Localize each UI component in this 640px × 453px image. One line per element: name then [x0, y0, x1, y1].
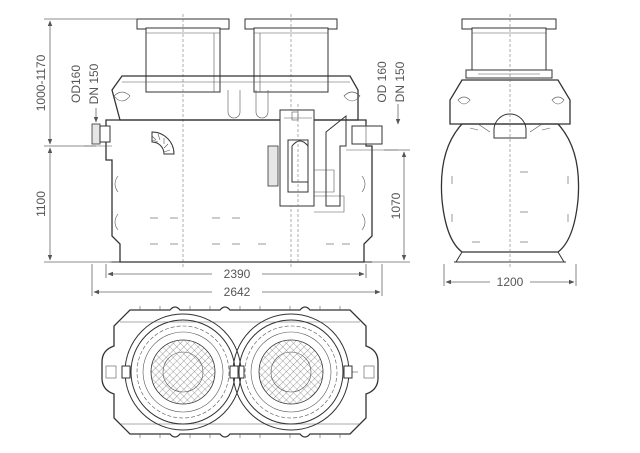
dim-outlet-height: 1070: [389, 192, 403, 219]
separator-unit: [267, 104, 345, 264]
outlet-dn-label: DN 150: [393, 61, 407, 102]
top-view: [101, 306, 379, 438]
top-view-outline: [101, 306, 379, 438]
inlet-pipe: [84, 123, 112, 147]
tank-body: [105, 119, 373, 263]
outlet-od-label: OD 160: [375, 61, 389, 103]
left-manhole-cover: [121, 313, 245, 431]
inlet-od-label: OD160: [69, 65, 83, 103]
left-shaft: [136, 14, 230, 268]
end-view: 1200: [440, 14, 580, 289]
end-view-upper-body: [449, 79, 571, 125]
dim-height-range: 1000-1170: [34, 54, 48, 111]
dim-inlet-height: 1100: [34, 191, 48, 217]
end-view-tank: [440, 123, 580, 253]
right-manhole-cover: [229, 313, 353, 431]
inlet-deflector: [151, 131, 175, 155]
side-view: 2390 2642 1000-1170 1100 1070 OD160 DN 1…: [34, 14, 410, 299]
dim-length-inner: 2390: [224, 267, 251, 281]
inlet-dn-label: DN 150: [87, 63, 101, 104]
dim-width: 1200: [497, 275, 524, 289]
outlet-pipe: [325, 114, 398, 207]
dim-length-total: 2642: [224, 285, 251, 299]
